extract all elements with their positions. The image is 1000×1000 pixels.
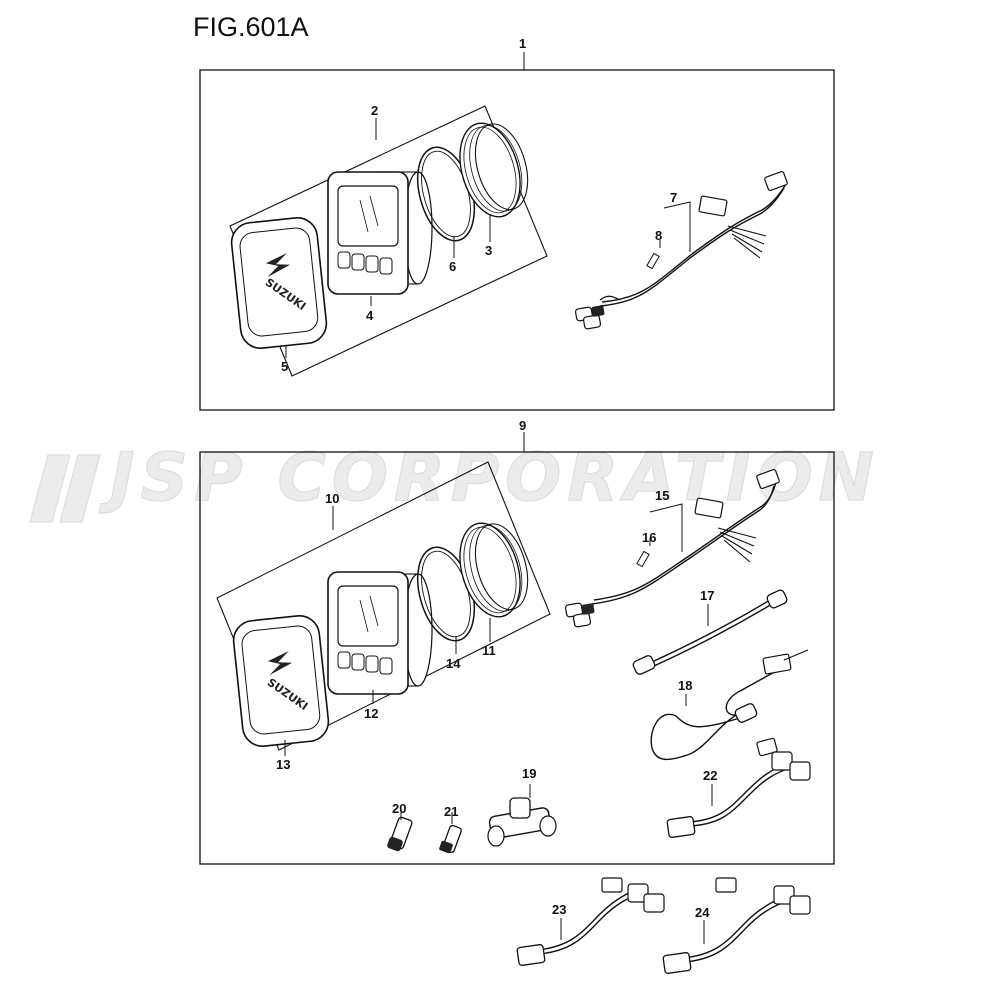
wire-harness-top	[574, 170, 788, 330]
callout-17: 17	[700, 588, 714, 603]
meter-nut	[459, 522, 529, 618]
callout-14: 14	[446, 656, 461, 671]
suzuki-s-logo	[267, 651, 293, 676]
callout-16: 16	[642, 530, 656, 545]
group-box-1	[199, 69, 835, 411]
callout-21: 21	[444, 804, 458, 819]
callout-5: 5	[281, 359, 288, 374]
callout-labels: 1 2 3 4 5 6 7 8 9 10 11 12 13 14 15 16 1…	[276, 36, 717, 920]
meter-body	[327, 571, 433, 695]
meter-cover: SUZUKI	[232, 615, 330, 747]
callout-4: 4	[366, 308, 374, 323]
callout-23: 23	[552, 902, 566, 917]
callout-2: 2	[371, 103, 378, 118]
callout-1: 1	[519, 36, 526, 51]
callout-9: 9	[519, 418, 526, 433]
terminator-21	[439, 812, 462, 854]
y-harness-23	[516, 877, 665, 966]
t-connector-19	[487, 784, 557, 847]
terminator-20	[387, 810, 413, 852]
callout-12: 12	[364, 706, 378, 721]
meter-body	[327, 171, 433, 295]
y-harness-24	[662, 877, 811, 974]
callout-20: 20	[392, 801, 406, 816]
callout-10: 10	[325, 491, 339, 506]
figure-title: FIG.601A	[193, 12, 309, 42]
callout-18: 18	[678, 678, 692, 693]
wire-harness-15	[564, 468, 780, 628]
callout-24: 24	[695, 905, 710, 920]
meter-assembly-bottom: SUZUKI	[216, 461, 551, 756]
harness-screw	[646, 240, 661, 270]
callout-13: 13	[276, 757, 290, 772]
watermark-logo-mark	[29, 454, 101, 523]
callout-22: 22	[703, 768, 717, 783]
meter-nut	[459, 122, 529, 218]
callout-3: 3	[485, 243, 492, 258]
extension-cable-17	[632, 589, 788, 675]
callout-11: 11	[482, 643, 496, 658]
y-harness-22	[666, 737, 811, 838]
callout-7: 7	[670, 190, 677, 205]
meter-assembly-top: SUZUKI	[229, 105, 548, 377]
meter-cover: SUZUKI	[230, 217, 328, 349]
power-cable-18	[650, 649, 809, 761]
harness-screw	[636, 538, 651, 568]
callout-8: 8	[655, 228, 662, 243]
group-box-9	[199, 451, 835, 865]
callout-6: 6	[449, 259, 456, 274]
suzuki-s-logo	[265, 253, 291, 278]
callout-19: 19	[522, 766, 536, 781]
callout-15: 15	[655, 488, 669, 503]
